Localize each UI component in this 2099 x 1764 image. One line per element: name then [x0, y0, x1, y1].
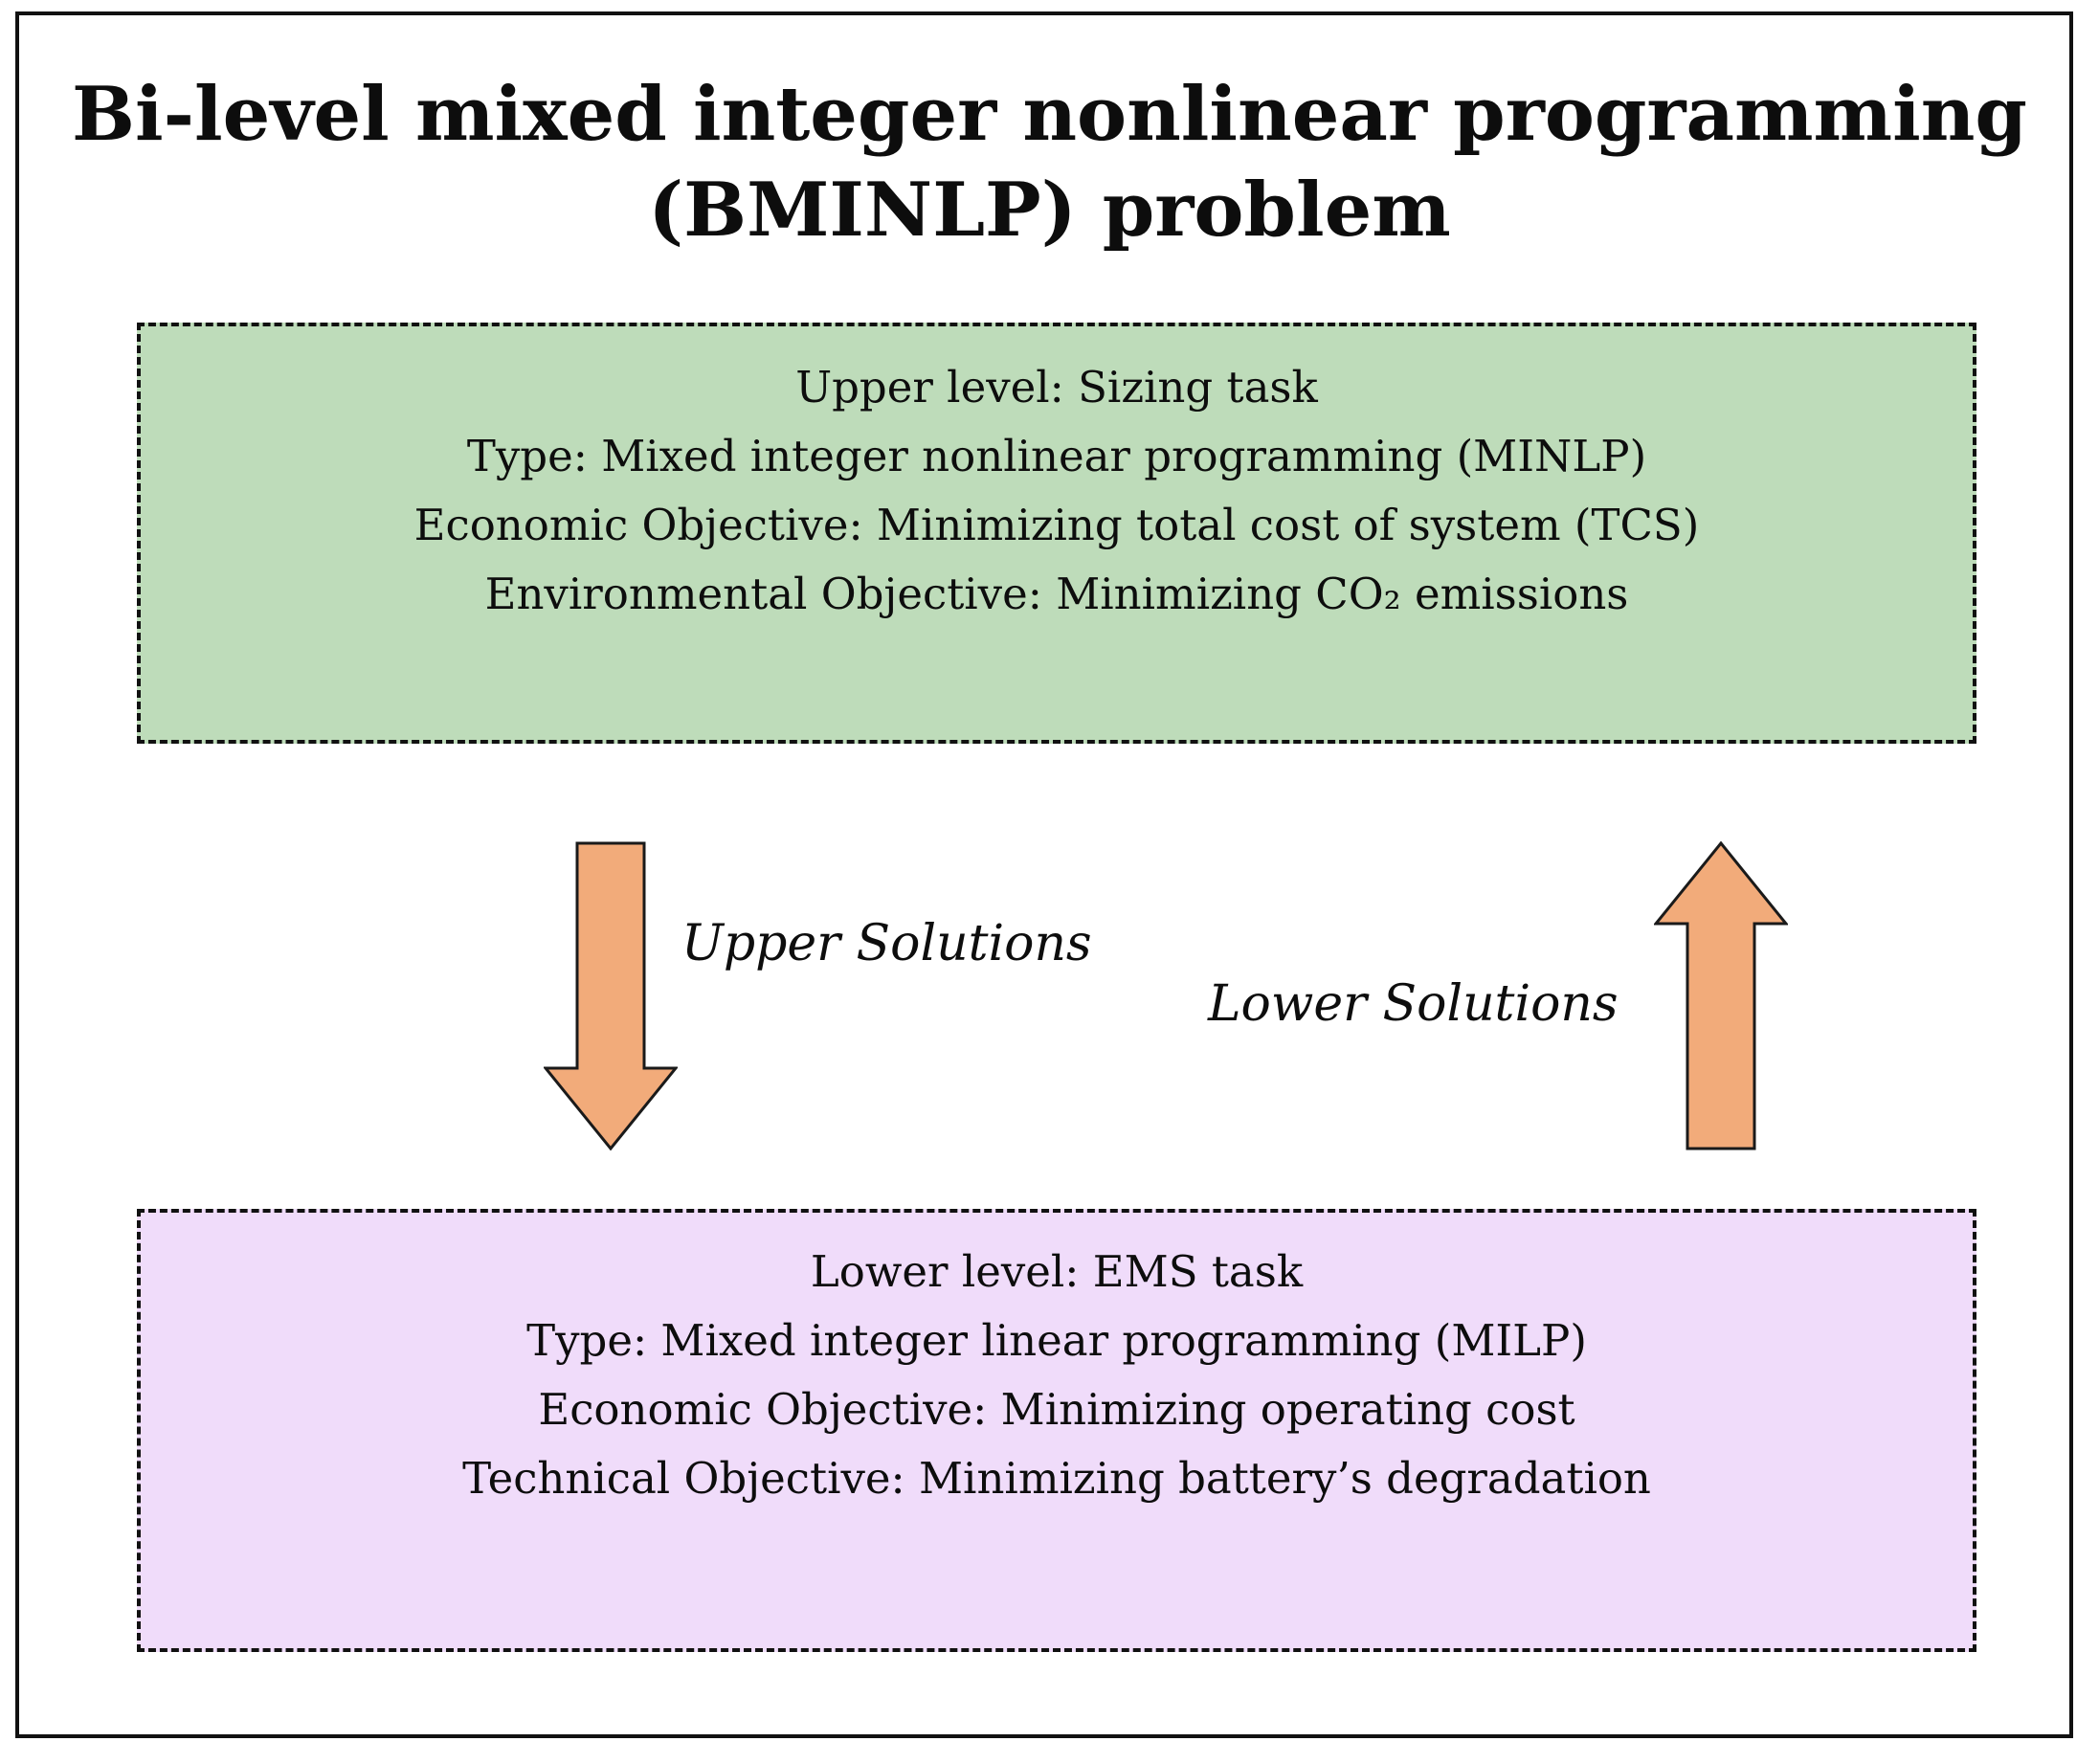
up-arrow-shape: [1654, 840, 1788, 1150]
down-arrow-icon: [544, 841, 678, 1150]
upper-level-line-economic-objective: Economic Objective: Minimizing total cos…: [413, 500, 1700, 550]
upper-level-line-environmental-objective: Environmental Objective: Minimizing CO₂ …: [484, 569, 1629, 619]
lower-level-box: Lower level: EMS task Type: Mixed intege…: [137, 1209, 1976, 1652]
down-arrow-shape: [544, 841, 678, 1150]
lower-level-line-economic-objective: Economic Objective: Minimizing operating…: [538, 1384, 1575, 1435]
upper-level-box: Upper level: Sizing task Type: Mixed int…: [137, 323, 1976, 744]
upper-level-line-task: Upper level: Sizing task: [795, 362, 1318, 413]
figure-title-line1: Bi-level mixed integer nonlinear program…: [72, 71, 2027, 158]
lower-level-line-technical-objective: Technical Objective: Minimizing battery’…: [462, 1453, 1651, 1504]
upper-solutions-label: Upper Solutions: [681, 915, 1092, 972]
up-arrow-icon: [1654, 840, 1788, 1150]
figure-title: Bi-level mixed integer nonlinear program…: [0, 67, 2099, 258]
lower-level-line-task: Lower level: EMS task: [810, 1246, 1304, 1297]
upper-level-line-type: Type: Mixed integer nonlinear programmin…: [466, 431, 1647, 481]
figure-title-line2: (BMINLP) problem: [648, 167, 1451, 254]
lower-solutions-label: Lower Solutions: [1208, 975, 1619, 1033]
lower-level-line-type: Type: Mixed integer linear programming (…: [526, 1315, 1587, 1366]
